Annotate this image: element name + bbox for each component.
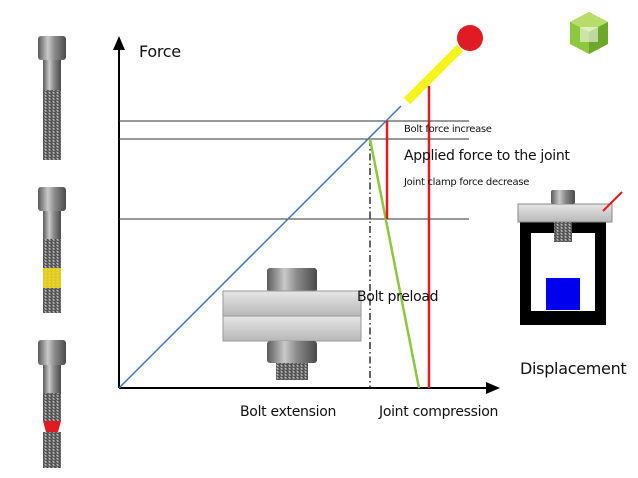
force-axis <box>113 36 125 388</box>
bolt-preload-label: Bolt preload <box>357 289 439 305</box>
logo-icon <box>570 12 608 54</box>
bolt-red-neck-icon <box>38 340 66 468</box>
applied-force-label: Applied force to the joint <box>404 148 570 164</box>
bolt-icon <box>38 36 66 160</box>
joint-stiffness-line <box>368 138 421 389</box>
force-axis-label: Force <box>139 42 181 61</box>
applied-force-knob <box>457 25 483 51</box>
bolt-force-increase-label: Bolt force increase <box>404 124 492 135</box>
joint-assembly-icon <box>222 268 362 380</box>
displacement-axis-label: Displacement <box>520 359 627 378</box>
joint-compression-label: Joint compression <box>379 404 499 420</box>
bolt-stiffness-line <box>118 105 402 389</box>
clamp-fixture-icon <box>517 190 623 325</box>
applied-force-handle <box>403 44 464 105</box>
displacement-axis <box>119 382 500 394</box>
bolt-yellow-thread-icon <box>38 187 66 313</box>
bolt-extension-label: Bolt extension <box>240 404 337 420</box>
joint-clamp-force-decrease-label: Joint clamp force decrease <box>404 177 530 188</box>
